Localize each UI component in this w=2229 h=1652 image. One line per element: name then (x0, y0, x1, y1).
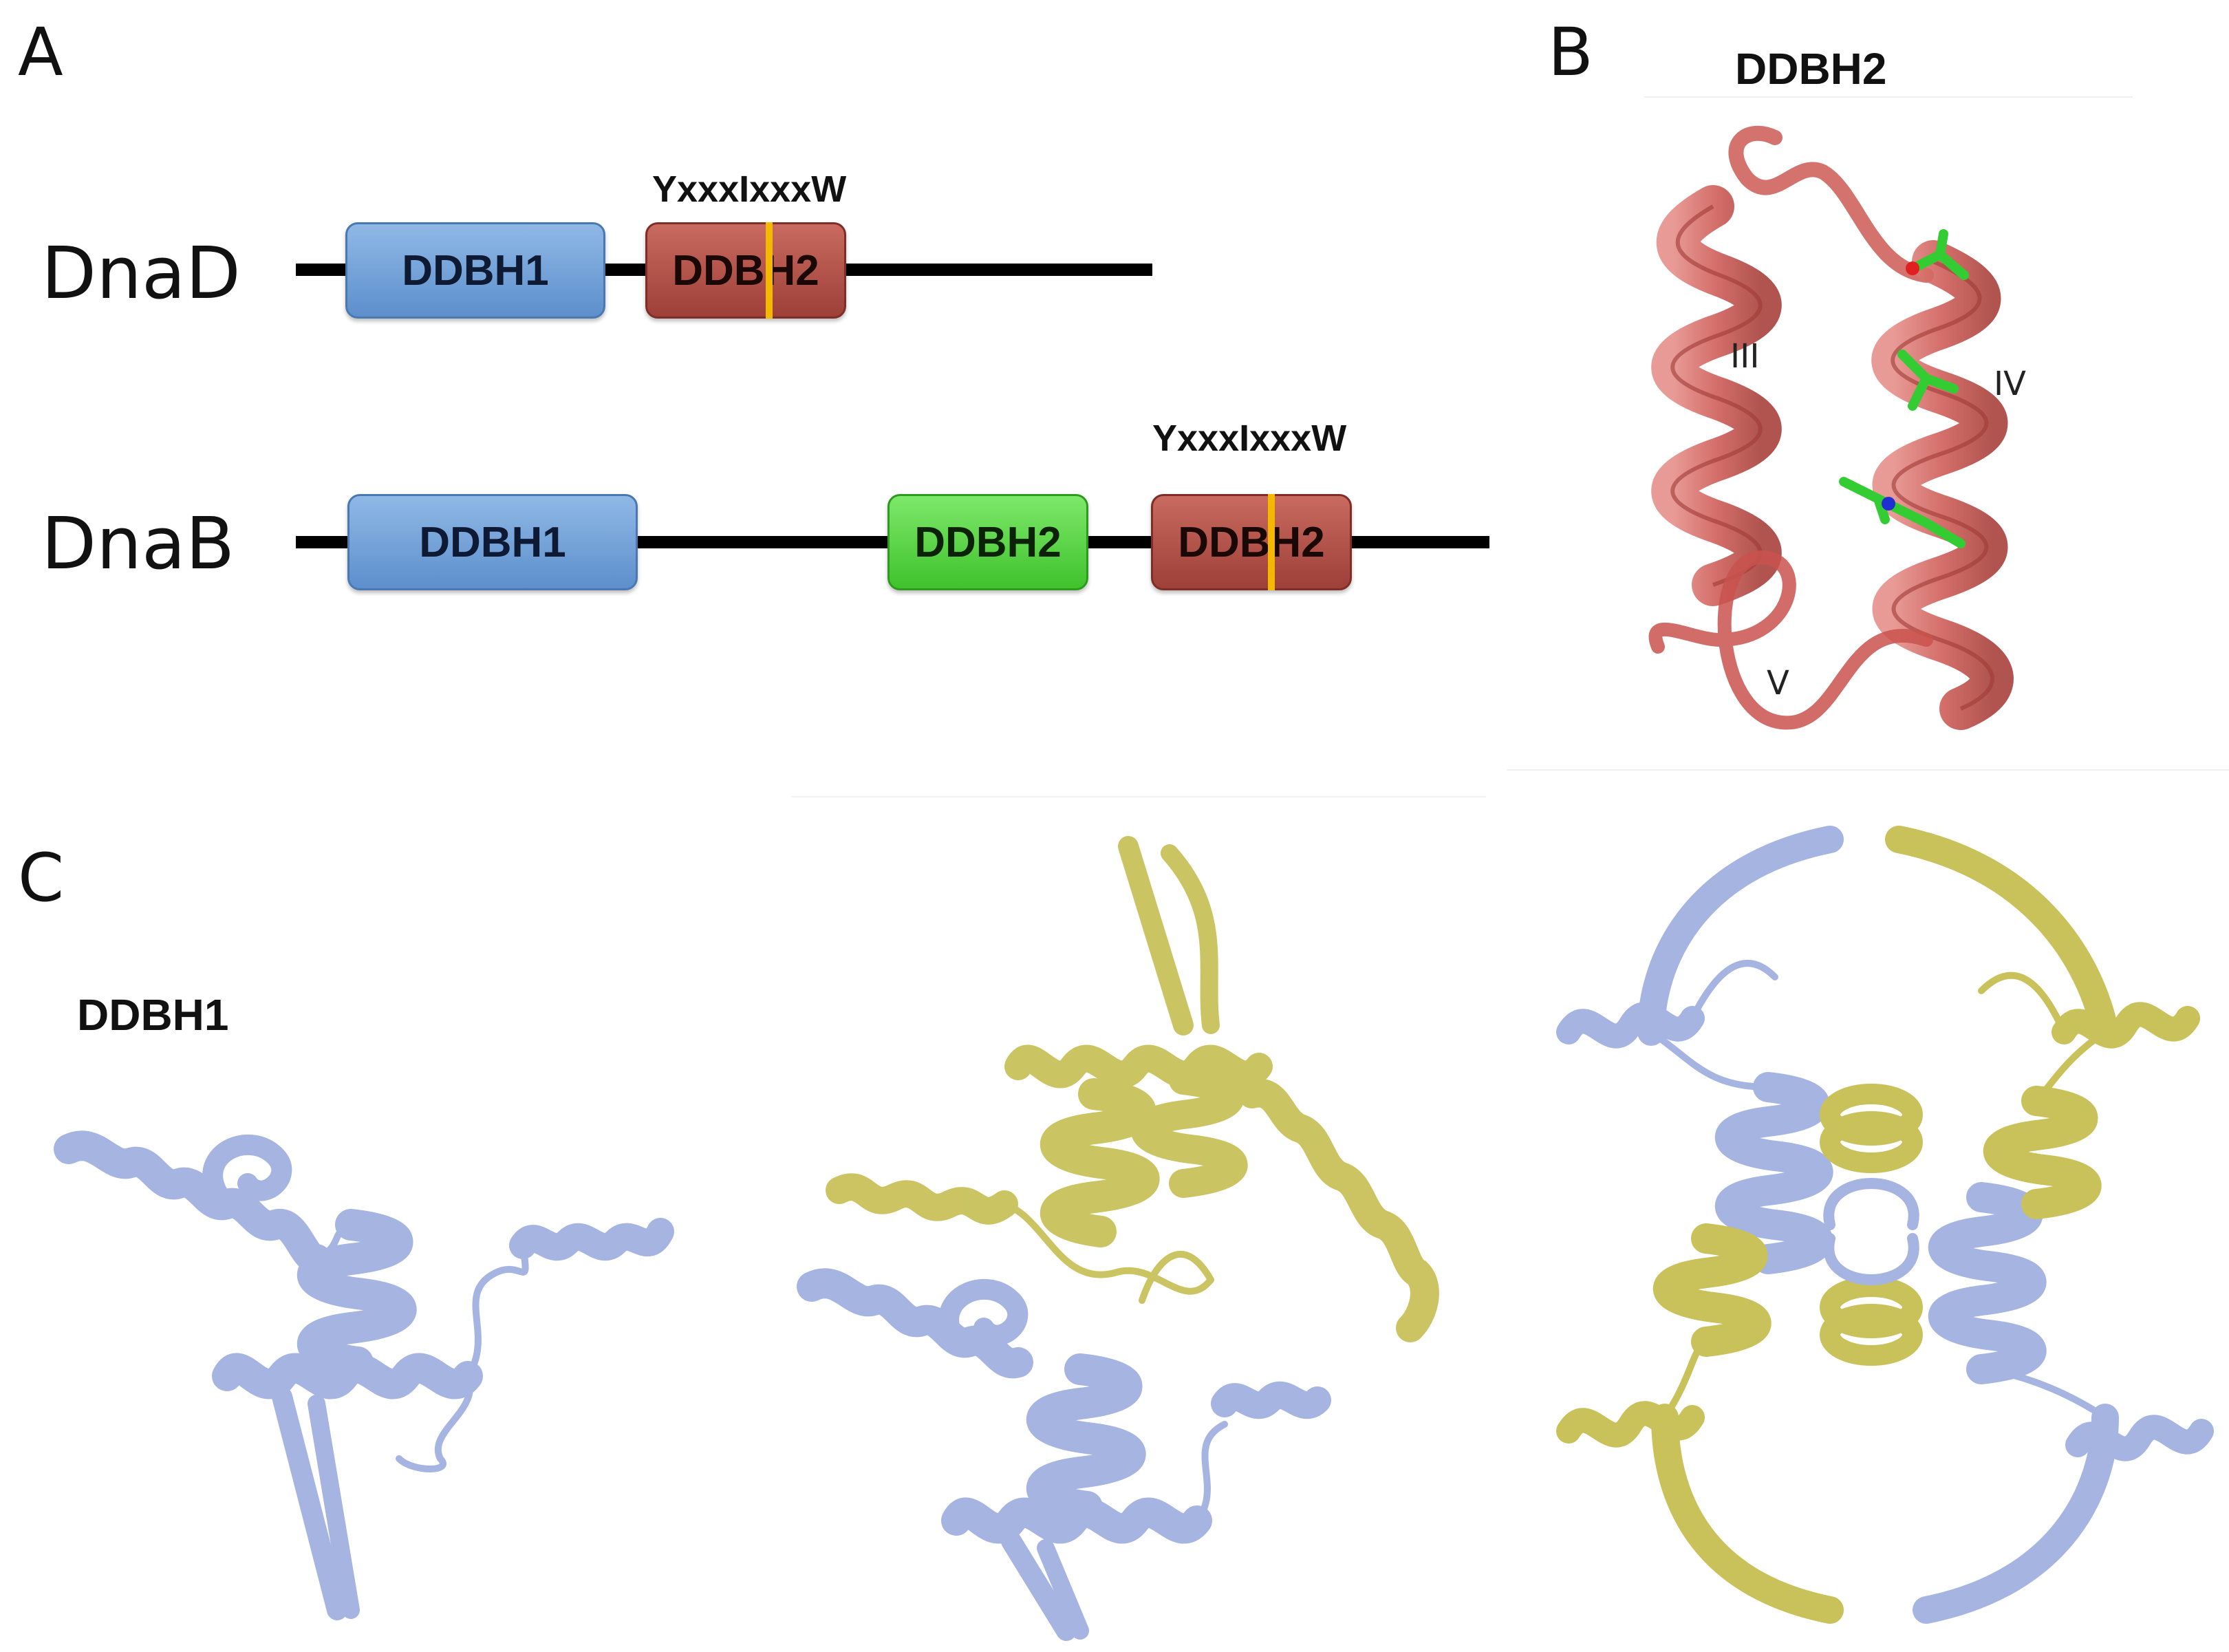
ddbh1-structure-title: DDBH1 (77, 990, 229, 1040)
dnab-motif-marker (1268, 494, 1275, 590)
dnab-domain-ddbh2-green: DDBH2 (887, 494, 1088, 590)
dnab-domain-ddbh2-green-label: DDBH2 (914, 518, 1062, 566)
dnad-domain-ddbh2-label: DDBH2 (672, 246, 819, 294)
dnad-domain-ddbh1: DDBH1 (345, 222, 605, 319)
motif-side-chains (1839, 229, 1969, 548)
helix-label-v: V (1767, 664, 1789, 702)
ddbh1-dimer-structure (797, 836, 1439, 1641)
dnad-motif-marker (766, 222, 773, 319)
panel-b-divider-top (1644, 96, 2133, 98)
protein-name-dnab: DnaB (41, 502, 235, 586)
ddbh1-oligomer-ring-structure (1556, 826, 2214, 1624)
ddbh2-structure-title: DDBH2 (1735, 44, 1887, 94)
dnab-motif-label: YxxxIxxxW (1152, 418, 1347, 459)
dnab-domain-ddbh1: DDBH1 (347, 494, 638, 590)
ddbh2-ribbon-structure (1648, 125, 2014, 730)
oxygen-atom (1906, 261, 1919, 275)
dnab-domain-ddbh2-red: DDBH2 (1151, 494, 1352, 590)
dnab-domain-ddbh1-label: DDBH1 (419, 518, 566, 566)
panel-label-b: B (1548, 14, 1593, 91)
panel-b-divider-bottom (1507, 769, 2229, 771)
helix-label-iv: IV (1994, 365, 2026, 403)
helix-v-loop (1648, 550, 1933, 730)
panel-label-a: A (18, 14, 63, 91)
protein-name-dnad: DnaD (41, 231, 241, 315)
nitrogen-atom (1882, 497, 1895, 511)
ddbh1-monomer-structure (54, 1130, 674, 1620)
panel-c-divider-top (791, 796, 1486, 797)
dnab-domain-ddbh2-red-label: DDBH2 (1178, 518, 1325, 566)
panel-label-c: C (18, 839, 65, 916)
dnad-domain-ddbh1-label: DDBH1 (402, 246, 549, 294)
helix-iii (1651, 185, 1782, 606)
helix-label-iii: III (1730, 337, 1760, 376)
dnad-domain-ddbh2: DDBH2 (645, 222, 846, 319)
dnad-motif-label: YxxxIxxxW (652, 169, 847, 210)
